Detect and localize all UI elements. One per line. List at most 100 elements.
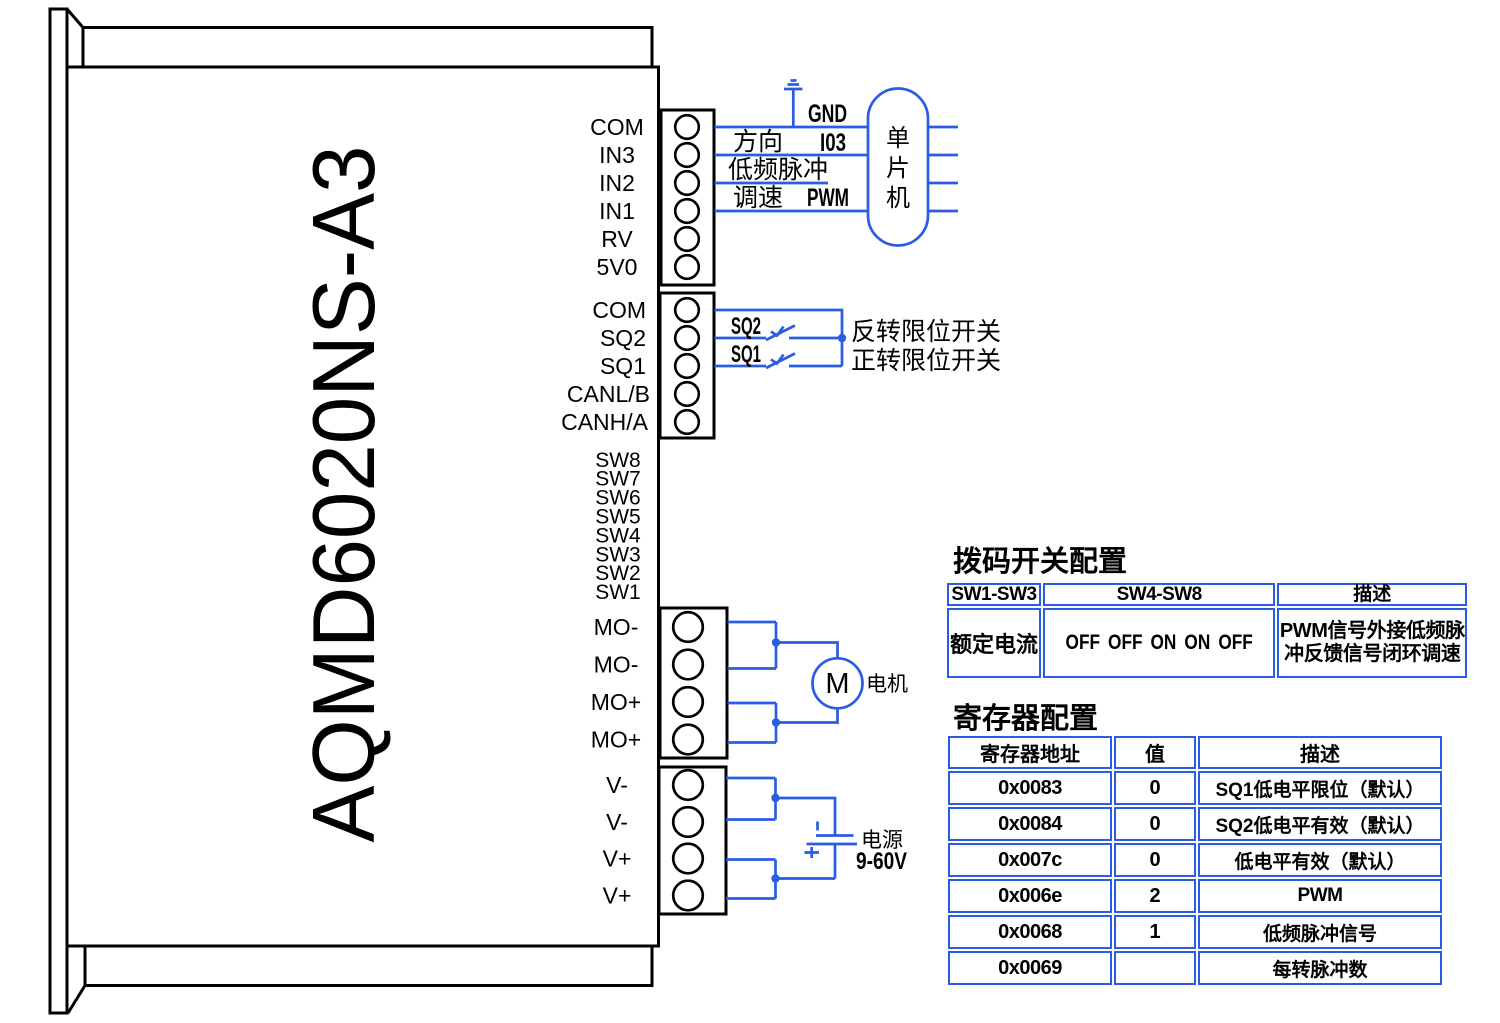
- reg-table-header: 寄存器地址 值 描述: [948, 736, 1442, 769]
- label-in3: IN3: [599, 142, 635, 168]
- motor-circle: [811, 656, 864, 710]
- label-lfpulse: 低频脉冲: [728, 156, 828, 184]
- wire-v-minus: [726, 776, 777, 821]
- label-sw8: SW8: [595, 449, 641, 472]
- label-sw1: SW1: [595, 581, 641, 604]
- reg-row-5: 0x0068 1 低频脉冲信号: [948, 915, 1442, 949]
- label-sw4: SW4: [595, 524, 641, 547]
- reg-addr-5: 0x0068: [948, 915, 1112, 949]
- label-v2: V-: [606, 809, 628, 835]
- label-mo4: MO+: [591, 727, 641, 753]
- label-in2: IN2: [599, 170, 635, 196]
- reg-val-3: 0: [1114, 843, 1196, 877]
- reg-val-4: 2: [1114, 879, 1196, 913]
- signal-labels: GND I03 PWM 方向 低频脉冲 调速 SQ2 SQ1 反转限位开关 正转…: [728, 100, 1001, 875]
- label-reverse-limit: 反转限位开关: [851, 318, 1001, 346]
- mcu-char-2: 片: [886, 155, 910, 182]
- reg-table-title: 寄存器配置: [953, 703, 1099, 735]
- dip-h-sw48: SW4-SW8: [1043, 583, 1276, 606]
- mcu-char-1: 单: [886, 125, 910, 152]
- reg-val-2: 0: [1114, 807, 1196, 841]
- junction-dots: [771, 333, 847, 883]
- sq2-tick: [770, 325, 785, 338]
- label-sw2: SW2: [595, 562, 641, 585]
- label-mo2: MO-: [594, 652, 639, 678]
- label-v4: V+: [603, 883, 632, 909]
- dip-cell-desc: PWM信号外接低频脉冲反馈信号闭环调速: [1277, 608, 1468, 678]
- reg-val-5: 1: [1114, 915, 1196, 949]
- battery-plus-mark: [804, 847, 819, 858]
- dip-table: SW1-SW3 SW4-SW8 描述 额定电流 OFF OFF ON ON OF…: [945, 581, 1469, 680]
- label-mo3: MO+: [591, 689, 641, 715]
- dip-cell-switches-text: OFF OFF ON ON OFF: [1065, 631, 1253, 654]
- reg-desc-1: SQ1低电平限位（默认）: [1198, 771, 1442, 805]
- reg-addr-1: 0x0083: [948, 771, 1112, 805]
- label-sw7: SW7: [595, 468, 641, 491]
- reg-desc-3: 低电平有效（默认）: [1198, 843, 1442, 877]
- label-com1: COM: [590, 114, 644, 140]
- label-mo1: MO-: [594, 614, 639, 640]
- wire-v-plus: [774, 859, 835, 899]
- label-power-range: 9-60V: [856, 848, 907, 875]
- reg-desc-6: 每转脉冲数: [1198, 951, 1442, 985]
- label-rv: RV: [601, 226, 633, 252]
- motor-m: M: [825, 668, 849, 700]
- mcu-right-stubs: [928, 125, 958, 213]
- label-sq1-sig: SQ1: [731, 341, 761, 368]
- mcu-shape: [866, 87, 930, 247]
- reg-val-6: [1114, 951, 1196, 985]
- label-power: 电源: [861, 829, 903, 852]
- label-gnd: GND: [808, 100, 847, 128]
- dip-h-sw13: SW1-SW3: [947, 583, 1041, 606]
- label-5v0: 5V0: [597, 254, 638, 280]
- device-model: AQMD6020NS-A3: [294, 146, 393, 843]
- device-body: [67, 65, 660, 948]
- dip-table-title: 拨码开关配置: [953, 546, 1128, 578]
- label-v1: V-: [606, 772, 628, 798]
- label-io3: I03: [820, 129, 846, 157]
- label-sq1: SQ1: [600, 353, 646, 379]
- terminal-labels: COM IN3 IN2 IN1 RV 5V0 COM SQ2 SQ1 CANL/…: [561, 114, 650, 909]
- dip-cell-current: 额定电流: [947, 608, 1041, 678]
- label-sq2: SQ2: [600, 325, 646, 351]
- reg-h-addr: 寄存器地址: [948, 736, 1112, 769]
- label-sw6: SW6: [595, 487, 641, 510]
- reg-desc-2: SQ2低电平有效（默认）: [1198, 807, 1442, 841]
- label-pwm: PWM: [807, 184, 849, 212]
- dip-h-desc: 描述: [1277, 583, 1468, 606]
- reg-val-1: 0: [1114, 771, 1196, 805]
- reg-addr-2: 0x0084: [948, 807, 1112, 841]
- reg-desc-5: 低频脉冲信号: [1198, 915, 1442, 949]
- label-sw3: SW3: [595, 543, 641, 566]
- reg-h-desc: 描述: [1198, 736, 1442, 769]
- top-chamfer: [65, 8, 85, 29]
- label-motor: 电机: [866, 673, 908, 696]
- mcu-char-3: 机: [886, 185, 910, 212]
- gnd-symbol: [784, 79, 803, 91]
- reg-h-val: 值: [1114, 736, 1196, 769]
- dip-labels: SW8 SW7 SW6 SW5 SW4 SW3 SW2 SW1: [595, 449, 641, 604]
- sq1-tick: [770, 353, 785, 366]
- label-canlb: CANL/B: [567, 381, 650, 407]
- reg-row-4: 0x006e 2 PWM: [948, 879, 1442, 913]
- label-in1: IN1: [599, 198, 635, 224]
- reg-table: 寄存器地址 值 描述 0x0083 0 SQ1低电平限位（默认） 0x0084 …: [946, 734, 1444, 987]
- label-speed: 调速: [733, 184, 783, 212]
- device-outline: [48, 7, 660, 1015]
- mounting-plate: [48, 7, 69, 1015]
- wire-v-plus2: [726, 858, 776, 900]
- label-com2: COM: [592, 297, 646, 323]
- label-v3: V+: [603, 846, 632, 872]
- label-canha: CANH/A: [561, 409, 649, 435]
- wire-motor-top: [776, 641, 839, 659]
- reg-addr-3: 0x007c: [948, 843, 1112, 877]
- label-direction: 方向: [733, 128, 783, 156]
- mcu-label: 单 片 机: [886, 125, 910, 212]
- bottom-chamfer: [66, 984, 87, 1014]
- reg-desc-4: PWM: [1198, 879, 1442, 913]
- reg-addr-4: 0x006e: [948, 879, 1112, 913]
- reg-row-1: 0x0083 0 SQ1低电平限位（默认）: [948, 771, 1442, 805]
- dip-cell-switches: OFF OFF ON ON OFF: [1043, 608, 1276, 678]
